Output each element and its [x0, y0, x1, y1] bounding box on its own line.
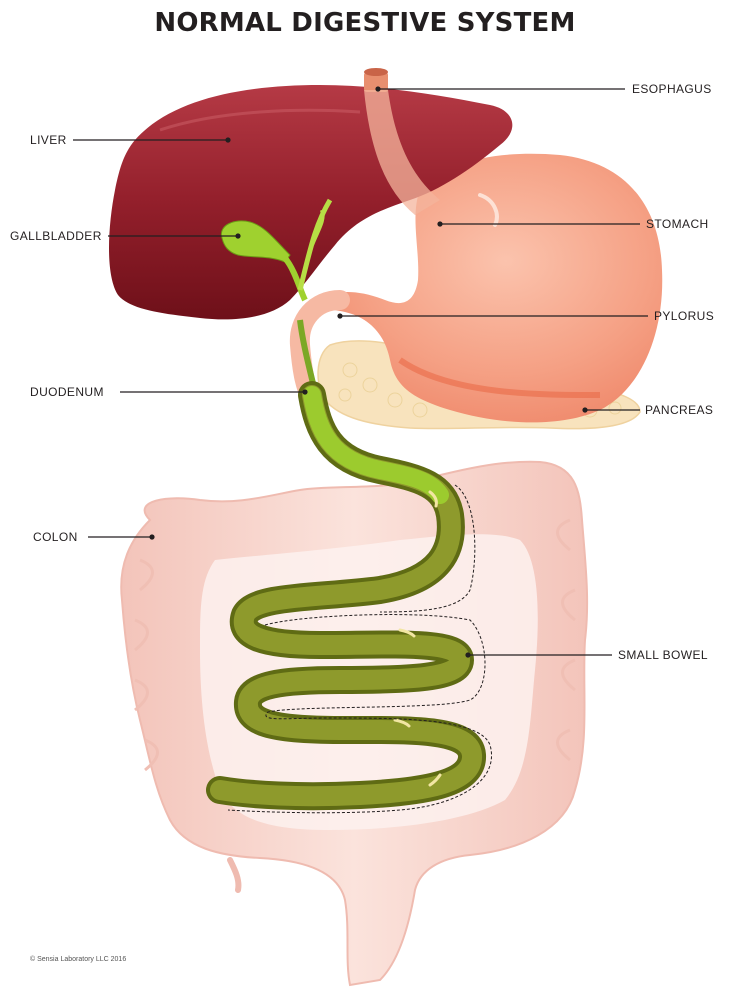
- label-small-bowel: SMALL BOWEL: [618, 648, 708, 662]
- label-pancreas: PANCREAS: [645, 403, 713, 417]
- copyright-credit: © Sensia Laboratory LLC 2016: [30, 956, 126, 963]
- label-colon: COLON: [33, 530, 78, 544]
- label-duodenum: DUODENUM: [30, 385, 104, 399]
- label-stomach: STOMACH: [646, 217, 709, 231]
- label-gallbladder: GALLBLADDER: [10, 229, 102, 243]
- label-esophagus: ESOPHAGUS: [632, 82, 712, 96]
- label-liver: LIVER: [30, 133, 67, 147]
- label-pylorus: PYLORUS: [654, 309, 714, 323]
